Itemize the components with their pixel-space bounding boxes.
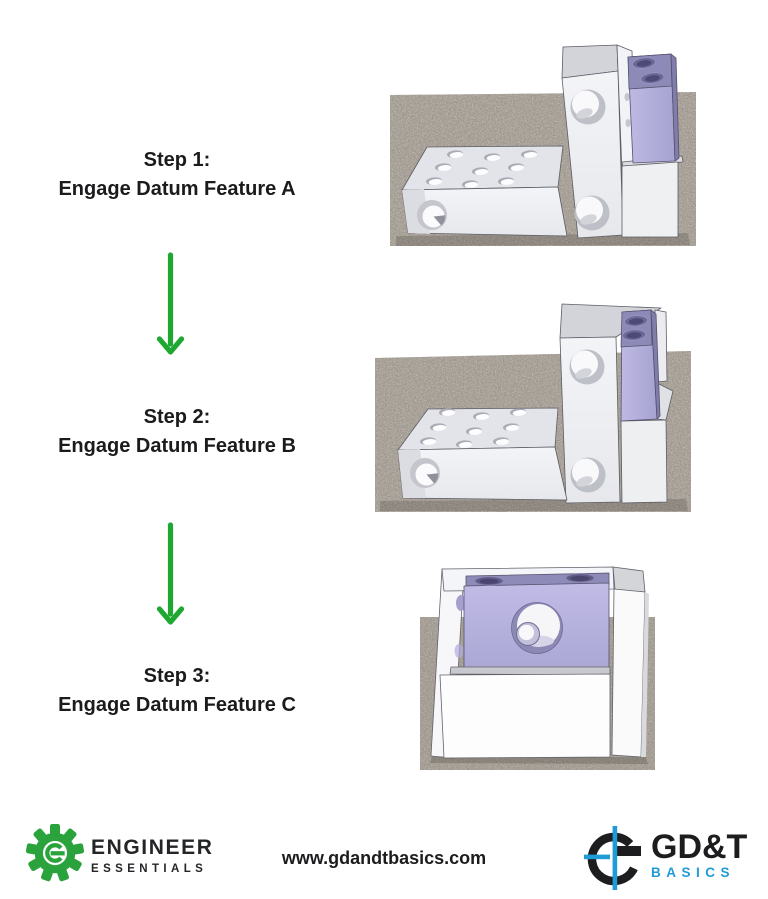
gdt-basics-logo: GD&T BASICS xyxy=(581,822,747,894)
basics-text: BASICS xyxy=(651,865,736,880)
step-2-illustration xyxy=(375,303,691,512)
step-3-title: Step 3: xyxy=(143,665,211,687)
center-bore-hole xyxy=(511,602,563,654)
lower-block xyxy=(439,666,611,759)
step-1-illustration xyxy=(390,44,696,246)
down-arrow-2 xyxy=(156,522,185,625)
workpiece xyxy=(620,309,661,422)
step-3-label: Step 3: Engage Datum Feature C xyxy=(17,662,337,720)
step-3-illustration xyxy=(420,566,655,770)
gdt-basics-wordmark: GD&T BASICS xyxy=(651,822,747,880)
step-1-subtitle: Engage Datum Feature A xyxy=(58,178,296,200)
down-arrow-1 xyxy=(156,252,185,355)
step-1-title: Step 1: xyxy=(143,149,211,171)
step-1-label: Step 1: Engage Datum Feature A xyxy=(17,146,337,204)
step-3-subtitle: Engage Datum Feature C xyxy=(58,694,296,716)
engineer-essentials-wordmark: ENGINEER ESSENTIALS xyxy=(91,832,214,875)
essentials-text: ESSENTIALS xyxy=(91,862,208,875)
workpiece xyxy=(627,53,680,164)
gdt-target-icon xyxy=(584,826,641,890)
gdt-text: GD&T xyxy=(651,828,748,866)
engineer-essentials-logo: ENGINEER ESSENTIALS xyxy=(26,824,214,882)
step-2-label: Step 2: Engage Datum Feature B xyxy=(17,403,337,461)
step-2-title: Step 2: xyxy=(143,406,211,428)
step-2-subtitle: Engage Datum Feature B xyxy=(58,435,296,457)
gear-icon xyxy=(26,824,84,882)
website-url: www.gdandtbasics.com xyxy=(281,848,487,868)
engineer-text: ENGINEER xyxy=(91,835,214,859)
